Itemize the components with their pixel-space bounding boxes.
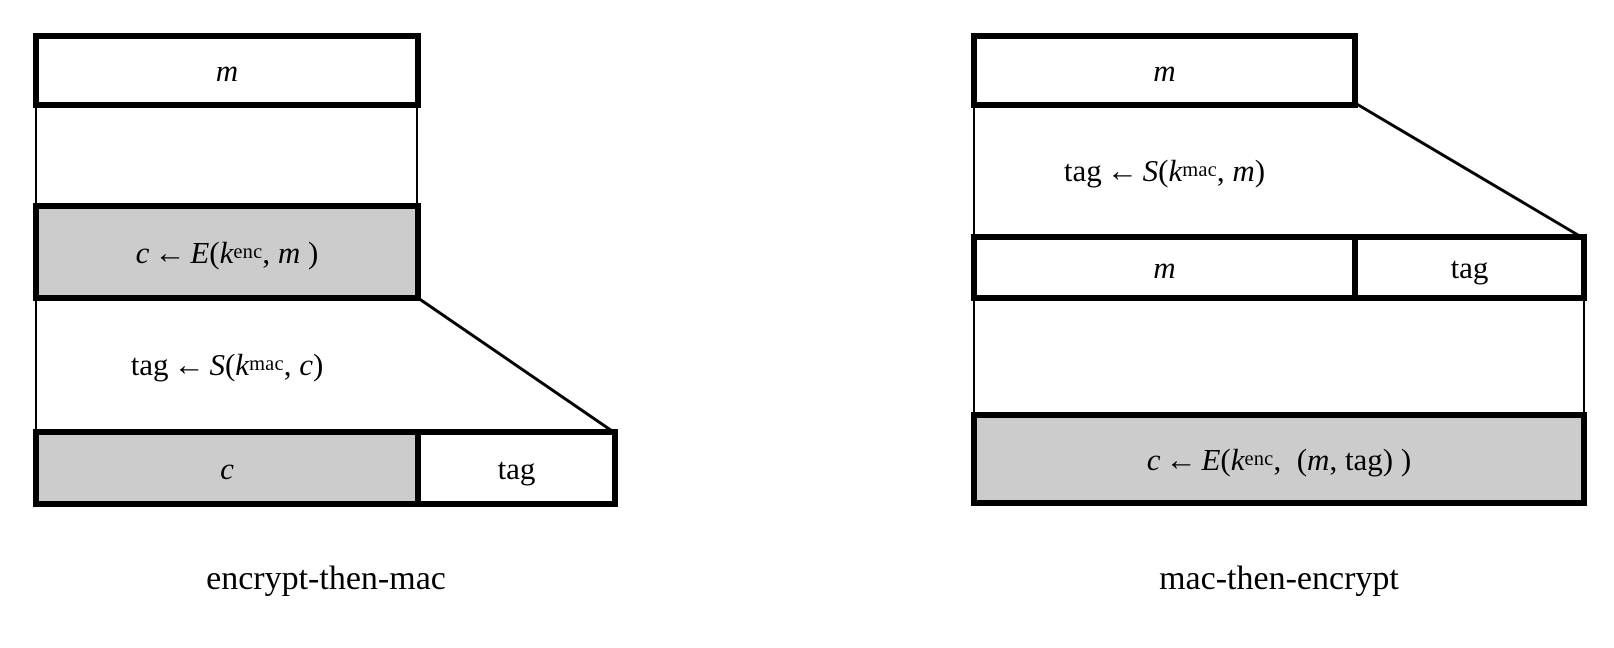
right-encrypt-box: [971, 412, 1587, 506]
right-diagonal-connector: [1354, 101, 1584, 240]
right-message-cell: [971, 234, 1358, 301]
left-ciphertext-cell: [33, 429, 421, 507]
right-diagram-group: [971, 33, 1587, 506]
left-diagram-group: [33, 33, 618, 507]
right-message-box: [971, 33, 1358, 108]
left-diagram-caption: encrypt-then-mac: [206, 560, 446, 597]
diagonal-connector: [417, 296, 616, 435]
left-message-box: [33, 33, 421, 108]
right-diagram-caption: mac-then-encrypt: [1159, 560, 1399, 597]
right-tag-cell: [1352, 234, 1587, 301]
left-encrypt-box: [33, 203, 421, 301]
left-tag-cell: [415, 429, 618, 507]
